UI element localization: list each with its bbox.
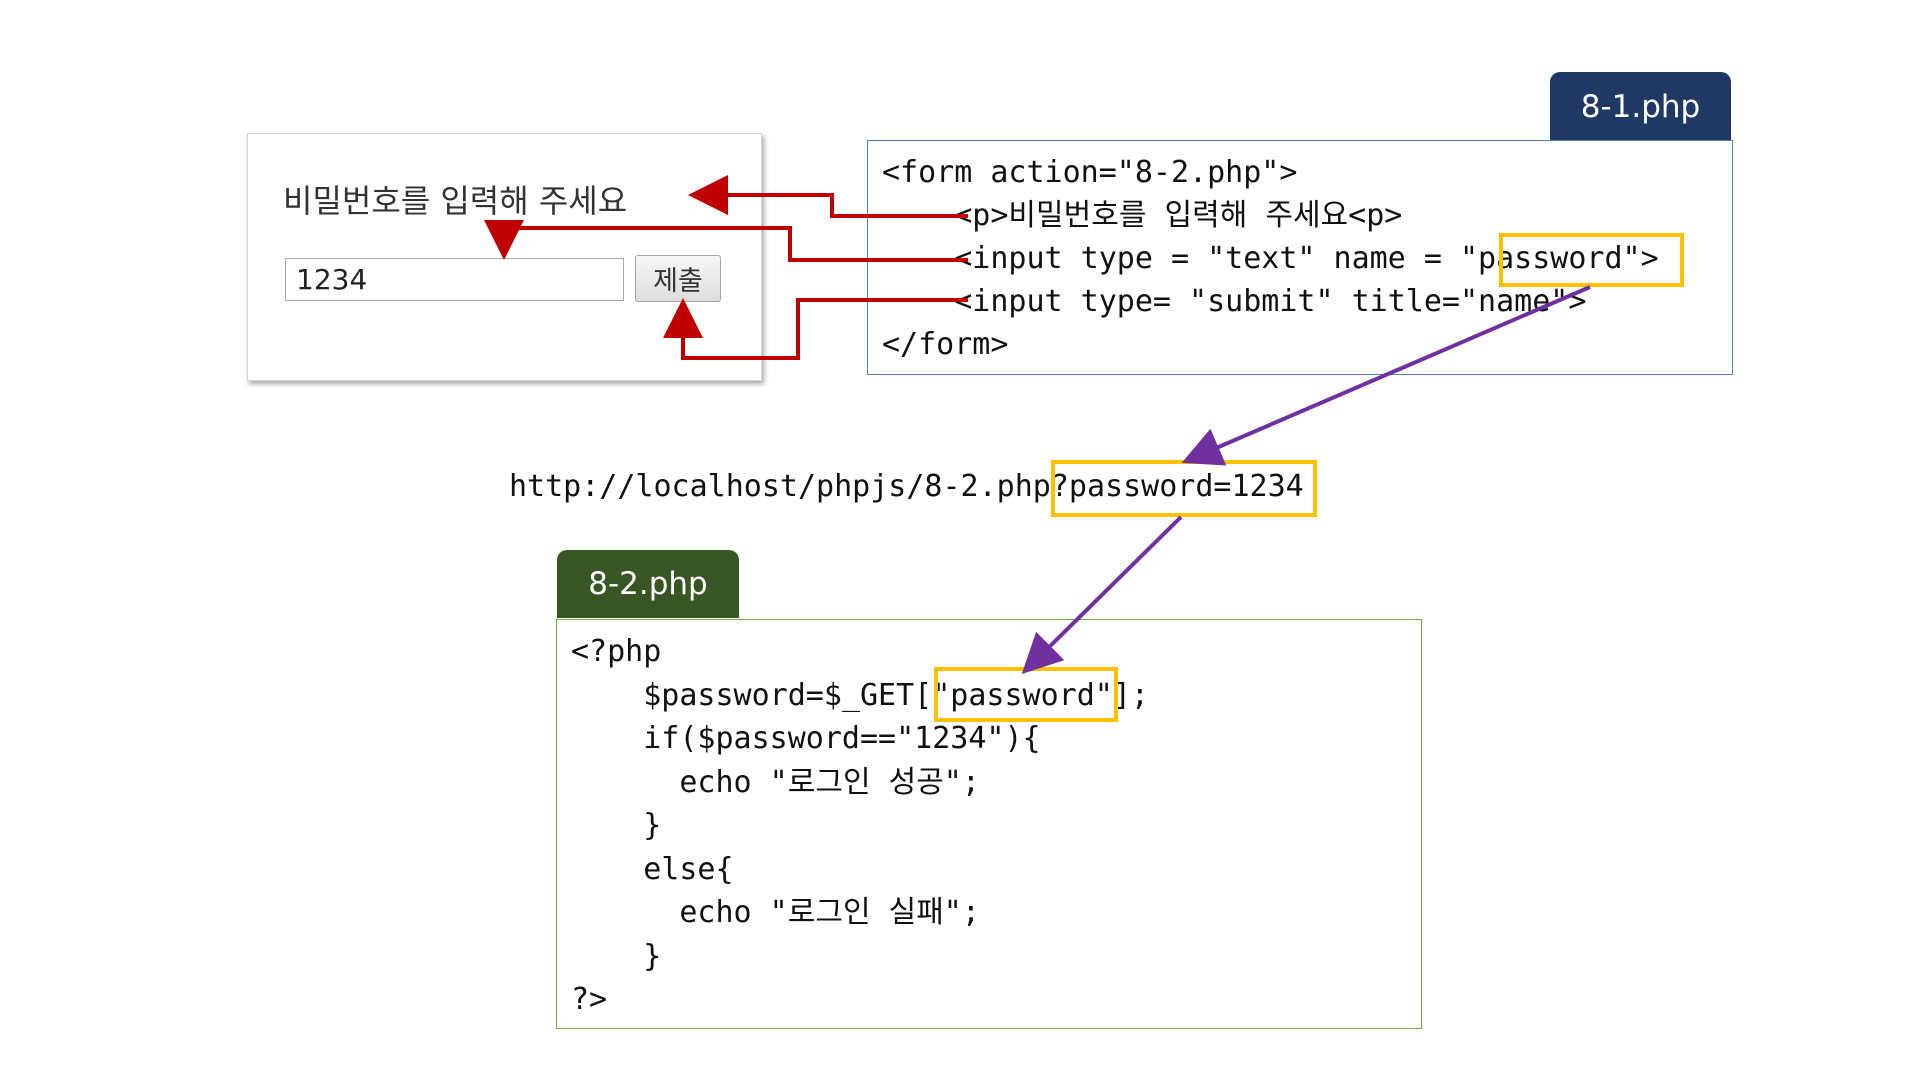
code-line: <form action="8-2.php"> — [882, 155, 1298, 190]
file-tab-8-2: 8-2.php — [557, 550, 739, 618]
form-preview-window: 비밀번호를 입력해 주세요 제출 — [247, 133, 762, 381]
code-line: <input type= "submit" title="name"> — [882, 284, 1587, 319]
code-block-8-2: <?php $password=$_GET["password"]; if($p… — [556, 619, 1422, 1029]
arrow-name-to-query — [1181, 285, 1591, 466]
file-tab-8-1: 8-1.php — [1550, 72, 1731, 141]
code-line: $password=$_GET["password"]; — [571, 677, 1149, 713]
code-block-8-1: <form action="8-2.php"> <p>비밀번호를 입력해 주세요… — [867, 140, 1733, 375]
password-input[interactable] — [285, 258, 624, 301]
code-line: <p>비밀번호를 입력해 주세요<p> — [882, 198, 1403, 233]
code-line: echo "로그인 성공"; — [571, 764, 980, 800]
code-line: } — [571, 808, 662, 843]
arrow-submit-to-button — [663, 298, 968, 360]
submit-button[interactable]: 제출 — [635, 255, 721, 302]
form-prompt-text: 비밀번호를 입력해 주세요 — [283, 182, 628, 220]
highlight-password-name — [1499, 233, 1684, 287]
code-line: <?php — [571, 634, 662, 669]
code-line: else{ — [571, 851, 734, 887]
code-line: echo "로그인 실패"; — [571, 895, 980, 930]
code-line: if($password=="1234"){ — [571, 721, 1041, 756]
code-line: ?> — [571, 982, 608, 1017]
code-line: } — [571, 938, 662, 974]
arrow-text-input-to-field — [484, 220, 968, 262]
code-line: <input type = "text" name = "password"> — [882, 241, 1659, 276]
request-url: http://localhost/phpjs/8-2.php?password=… — [509, 469, 1304, 504]
arrow-p-to-prompt — [688, 175, 968, 218]
code-line: </form> — [882, 327, 1009, 362]
arrow-query-to-get — [1021, 515, 1183, 675]
